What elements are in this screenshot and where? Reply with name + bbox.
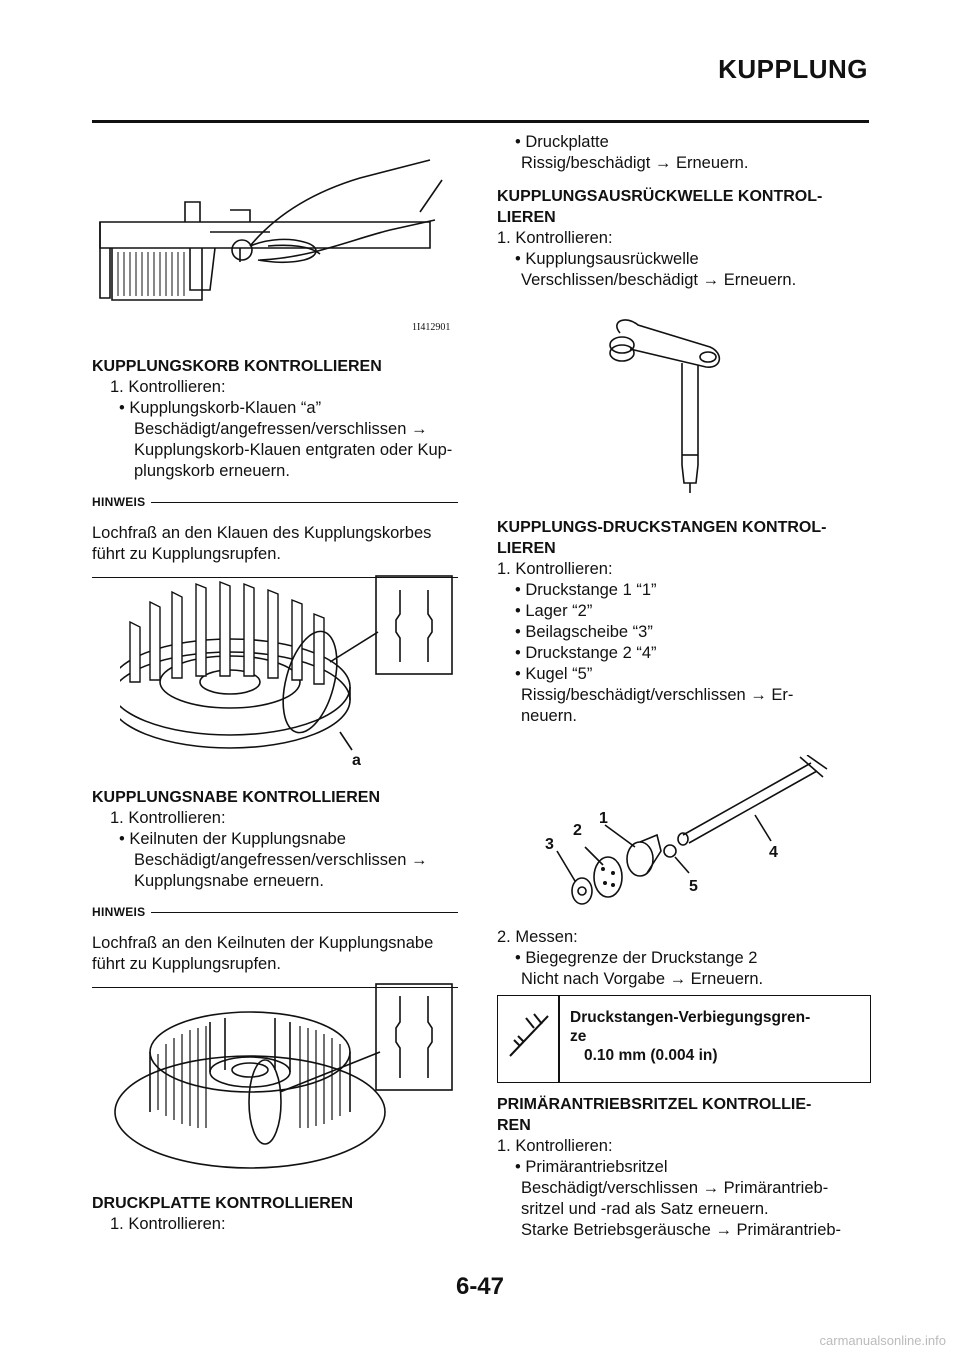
callout-5: 5: [689, 878, 698, 895]
step-text: 1. Kontrollieren:: [110, 1215, 226, 1233]
bullet-text: • Kugel “5”: [515, 665, 593, 683]
figure-code: 1I412901: [412, 322, 450, 333]
heading-ausrueckwelle-1: KUPPLUNGSAUSRÜCKWELLE KONTROL-: [497, 188, 823, 205]
step-text: 1. Kontrollieren:: [110, 378, 226, 396]
pushrod-assembly-illustration: 1 2 3 4 5: [545, 755, 828, 905]
push-lever-shaft-illustration: [609, 319, 721, 493]
bullet-text: • Beilagscheibe “3”: [515, 623, 653, 641]
spec-name-line: ze: [570, 1028, 587, 1045]
note-line: Lochfraß an den Keilnuten der Kupplungsn…: [92, 934, 434, 952]
step-text: 2. Messen:: [497, 928, 578, 946]
spec-name-line: Druckstangen-Verbiegungsgren-: [570, 1009, 811, 1026]
heading-druckstangen-2: LIEREN: [497, 540, 556, 557]
header-rule: [92, 120, 869, 123]
body-line: sritzel und -rad als Satz erneuern.: [521, 1200, 769, 1218]
bullet-text: • Keilnuten der Kupplungsnabe: [119, 830, 346, 848]
heading-ausrueckwelle-2: LIEREN: [497, 209, 556, 226]
right-column-1: • Druckplatte Rissig/beschädigt → Erneue…: [497, 132, 869, 291]
right-column-3: 2. Messen: • Biegegrenze der Druckstange…: [497, 927, 869, 990]
right-column-4: PRIMÄRANTRIEBSRITZEL KONTROLLIE- REN 1. …: [497, 1094, 869, 1241]
bullet-text: • Kupplungskorb-Klauen “a”: [119, 399, 322, 417]
spec-value: 0.10 mm (0.004 in): [584, 1047, 718, 1064]
note-label: HINWEIS: [92, 495, 146, 509]
body-line: Beschädigt/angefressen/verschlissen →: [134, 420, 428, 438]
note-line: führt zu Kupplungsrupfen.: [92, 545, 281, 563]
body-line: Rissig/beschädigt/verschlissen → Er-: [521, 686, 794, 704]
body-line: Nicht nach Vorgabe → Erneuern.: [521, 970, 764, 988]
bullet-text: • Druckstange 2 “4”: [515, 644, 657, 662]
caliper-icon: [509, 1013, 549, 1057]
callout-3: 3: [545, 836, 554, 853]
heading-druckstangen-1: KUPPLUNGS-DRUCKSTANGEN KONTROL-: [497, 519, 827, 536]
note-header: HINWEIS: [92, 902, 458, 923]
callout-1: 1: [599, 810, 608, 827]
body-line: Verschlissen/beschädigt → Erneuern.: [521, 271, 797, 289]
heading-kupplungsnabe: KUPPLUNGSNABE KONTROLLIEREN: [92, 789, 381, 806]
body-line: Starke Betriebsgeräusche → Primärantrieb…: [521, 1221, 842, 1239]
bullet-text: • Druckstange 1 “1”: [515, 581, 657, 599]
watermark: carmanualsonline.info: [819, 1333, 946, 1348]
bullet-text: • Biegegrenze der Druckstange 2: [515, 949, 758, 967]
step-text: 1. Kontrollieren:: [497, 229, 613, 247]
bullet-text: • Lager “2”: [515, 602, 593, 620]
page-number: 6-47: [455, 1273, 505, 1300]
callout-2: 2: [573, 822, 582, 839]
note-line: Lochfraß an den Klauen des Kupplungskorb…: [92, 524, 432, 542]
note-label: HINWEIS: [92, 905, 146, 919]
caliper-illustration: 1I412901: [99, 159, 450, 333]
spec-box: Druckstangen-Verbiegungsgren- ze 0.10 mm…: [497, 995, 871, 1083]
heading-druckplatte: DRUCKPLATTE KONTROLLIEREN: [92, 1195, 354, 1212]
right-column-2: KUPPLUNGS-DRUCKSTANGEN KONTROL- LIEREN 1…: [497, 517, 869, 727]
left-column-2: KUPPLUNGSNABE KONTROLLIEREN 1. Kontrolli…: [92, 787, 458, 988]
note-rule: [92, 987, 458, 988]
step-text: 1. Kontrollieren:: [497, 1137, 613, 1155]
clutch-housing-illustration: a: [120, 575, 453, 769]
left-column-3: DRUCKPLATTE KONTROLLIEREN 1. Kontrollier…: [92, 1193, 458, 1235]
step-text: 1. Kontrollieren:: [110, 809, 226, 827]
bullet-text: • Druckplatte: [515, 133, 609, 151]
body-line: plungskorb erneuern.: [134, 462, 290, 480]
page-title: KUPPLUNG: [718, 54, 868, 84]
bullet-text: • Primärantriebsritzel: [515, 1158, 668, 1176]
body-line: Rissig/beschädigt → Erneuern.: [521, 154, 749, 172]
body-line: Kupplungsnabe erneuern.: [134, 872, 324, 890]
body-line: neuern.: [521, 707, 577, 725]
left-column: KUPPLUNGSKORB KONTROLLIEREN 1. Kontrolli…: [92, 356, 458, 578]
note-rule: [92, 577, 458, 578]
body-line: Kupplungskorb-Klauen entgraten oder Kup-: [134, 441, 453, 459]
note-header: HINWEIS: [92, 492, 458, 513]
clutch-boss-illustration: [114, 983, 453, 1169]
heading-primaerantrieb-2: REN: [497, 1117, 531, 1134]
note-line: führt zu Kupplungsrupfen.: [92, 955, 281, 973]
heading-kupplungskorb: KUPPLUNGSKORB KONTROLLIEREN: [92, 358, 382, 375]
step-text: 1. Kontrollieren:: [497, 560, 613, 578]
callout-a: a: [352, 752, 361, 769]
body-line: Beschädigt/verschlissen → Primärantrieb-: [521, 1179, 829, 1197]
spec-divider: [558, 996, 560, 1082]
spec-text: Druckstangen-Verbiegungsgren- ze 0.10 mm…: [570, 1008, 810, 1065]
body-line: Beschädigt/angefressen/verschlissen →: [134, 851, 428, 869]
callout-4: 4: [769, 844, 778, 861]
heading-primaerantrieb-1: PRIMÄRANTRIEBSRITZEL KONTROLLIE-: [497, 1096, 812, 1113]
bullet-text: • Kupplungsausrückwelle: [515, 250, 699, 268]
